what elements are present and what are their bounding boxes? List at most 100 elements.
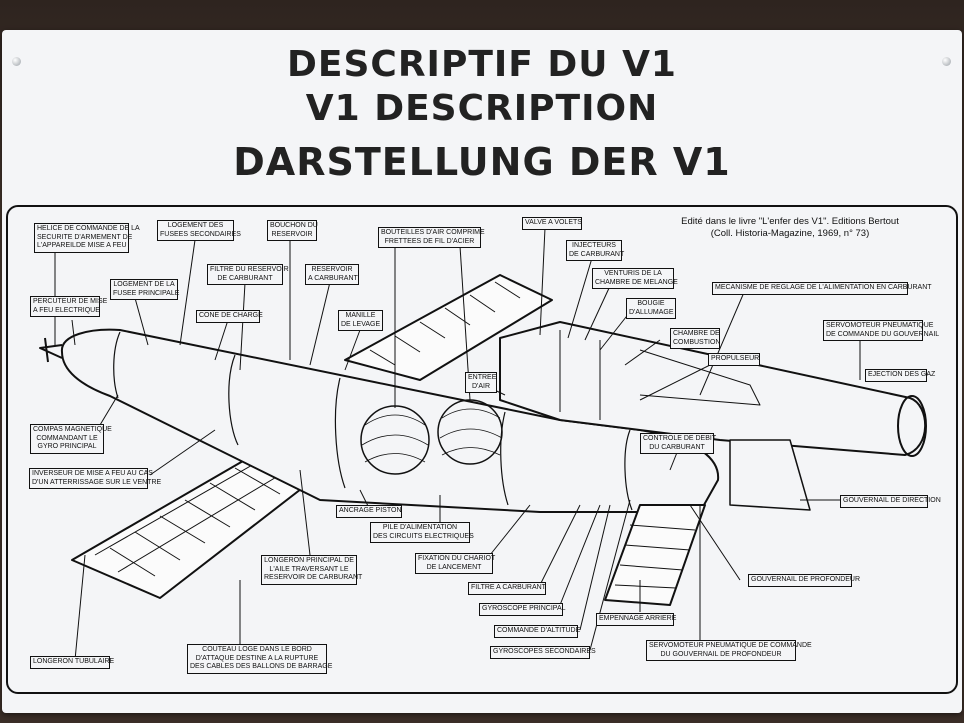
label-line: COMPAS MAGNETIQUE [33, 426, 112, 433]
label-line: BOUGIE [637, 300, 665, 307]
label-line: LONGERON TUBULAIRE [33, 658, 115, 665]
label-line: VALVE A VOLETS [525, 219, 582, 226]
fuselage [60, 328, 720, 513]
label-propulseur: PROPULSEUR [708, 353, 760, 366]
label-reservoir: RESERVOIR A CARBURANT [305, 264, 359, 285]
label-line: DE LEVAGE [341, 320, 381, 328]
label-injecteurs: INJECTEURS DE CARBURANT [566, 240, 625, 261]
label-gyroscope-principal: GYROSCOPE PRINCIPAL [479, 603, 566, 616]
label-line: VENTURIS DE LA [604, 270, 662, 277]
label-bouteilles: BOUTEILLES D'AIR COMPRIME FRETTEES DE FI… [378, 227, 485, 248]
label-line: ANCRAGE PISTON [339, 507, 402, 514]
label-gouvernail-profondeur: GOUVERNAIL DE PROFONDEUR [748, 574, 861, 587]
label-valve: VALVE A VOLETS [522, 217, 582, 230]
credit-text: Edité dans le livre "L'enfer des V1". Ed… [640, 216, 940, 240]
label-line: CONE DE CHARGE [199, 312, 263, 319]
label-line: DE LANCEMENT [426, 563, 482, 571]
label-mecanisme: MECANISME DE REGLAGE DE L'ALIMENTATION E… [712, 282, 932, 295]
label-line: GYROSCOPE PRINCIPAL [482, 605, 566, 612]
label-line: D'ALLUMAGE [629, 308, 674, 316]
label-line: RESERVOIR [271, 230, 313, 238]
label-couteau: COUTEAU LOGE DANS LE BORD D'ATTAQUE DEST… [187, 644, 333, 674]
label-line: HELICE DE COMMANDE DE LA [37, 225, 140, 232]
screw [12, 57, 21, 66]
label-bouchon: BOUCHON DU RESERVOIR [267, 220, 318, 241]
credit-line-2: (Coll. Historia-Magazine, 1969, n° 73) [710, 228, 870, 239]
fuselage-frames [113, 331, 633, 511]
label-commande-altitude: COMMANDE D'ALTITUDE [494, 625, 581, 638]
label-filtre-reservoir: FILTRE DU RESERVOIR DE CARBURANT [207, 264, 289, 285]
label-line: MANILLE [345, 312, 376, 319]
label-line: D'AIR [471, 382, 491, 390]
stabilizer-ribs [614, 524, 696, 589]
label-line: LONGERON PRINCIPAL DE [264, 557, 354, 564]
label-line: FILTRE DU RESERVOIR [210, 266, 289, 273]
label-line: GYRO PRINCIPAL [37, 443, 97, 450]
title-french: DESCRIPTIF DU V1 [287, 44, 677, 85]
label-gouvernail-direction: GOUVERNAIL DE DIRECTION [840, 495, 941, 508]
label-line: INJECTEURS [572, 242, 616, 249]
label-line: LOGEMENT DES [167, 222, 224, 229]
label-line: D'UN ATTERRISSAGE SUR LE VENTRE [32, 478, 162, 486]
credit-line-1: Edité dans le livre "L'enfer des V1". Ed… [681, 216, 899, 227]
label-line: ENTREE [468, 374, 497, 381]
label-line: COMBUSTION [673, 338, 721, 346]
label-pile: PILE D'ALIMENTATION DES CIRCUITS ELECTRI… [370, 522, 474, 543]
label-line: DE CARBURANT [217, 274, 273, 282]
label-compas: COMPAS MAGNETIQUE COMMANDANT LE GYRO PRI… [30, 424, 112, 454]
exhaust-nozzle [897, 395, 927, 457]
label-manille: MANILLE DE LEVAGE [338, 310, 383, 331]
label-line: PROPULSEUR [711, 355, 760, 362]
label-line: GYROSCOPES SECONDAIRES [493, 648, 596, 655]
label-line: SERVOMOTEUR PNEUMATIQUE DE COMMANDE [649, 642, 812, 649]
label-line: A CARBURANT [308, 274, 358, 282]
label-line: SERVOMOTEUR PNEUMATIQUE [826, 322, 934, 329]
label-cone: CONE DE CHARGE [196, 310, 263, 323]
label-chambre: CHAMBRE DE COMBUSTION [670, 328, 720, 349]
label-gyroscopes-secondaires: GYROSCOPES SECONDAIRES [490, 646, 596, 659]
label-line: COMMANDE D'ALTITUDE [497, 627, 581, 634]
label-line: DES CABLES DES BALLONS DE BARRAGE [190, 663, 333, 670]
label-line: COUTEAU LOGE DANS LE BORD [202, 646, 312, 653]
label-line: BOUCHON DU [270, 222, 318, 229]
label-line: FRETTEES DE FIL D'ACIER [384, 237, 475, 245]
label-logement-secondaires: LOGEMENT DES FUSEES SECONDAIRES [157, 220, 241, 241]
label-line: RESERVOIR [311, 266, 353, 273]
label-longeron-principal: LONGERON PRINCIPAL DE L'AILE TRAVERSANT … [261, 555, 363, 585]
label-line: DU CARBURANT [649, 443, 705, 451]
label-servo-profondeur: SERVOMOTEUR PNEUMATIQUE DE COMMANDE DU G… [646, 640, 812, 661]
label-line: SECURITE D'ARMEMENT DE [37, 233, 133, 241]
label-line: CHAMBRE DE MELANGE [595, 278, 678, 286]
label-servo-gouvernail: SERVOMOTEUR PNEUMATIQUE DE COMMANDE DU G… [823, 320, 940, 341]
vertical-tail [729, 439, 811, 511]
label-line: CHAMBRE DE [673, 330, 720, 337]
label-line: GOUVERNAIL DE PROFONDEUR [751, 576, 861, 583]
label-line: PILE D'ALIMENTATION [382, 524, 458, 531]
label-line: FIXATION DU CHARIOT [418, 555, 496, 562]
label-line: PERCUTEUR DE MISE [33, 298, 108, 305]
label-line: RESERVOIR DE CARBURANT [264, 574, 363, 581]
label-line: MECANISME DE REGLAGE DE L'ALIMENTATION E… [715, 284, 932, 291]
label-line: L'AILE TRAVERSANT LE [269, 565, 349, 573]
label-ejection: EJECTION DES GAZ [865, 369, 935, 382]
label-line: BOUTEILLES D'AIR COMPRIME [381, 229, 485, 236]
leader-lines [54, 227, 861, 661]
horizontal-stabilizer [604, 504, 706, 606]
label-venturis: VENTURIS DE LA CHAMBRE DE MELANGE [592, 268, 678, 289]
label-line: COMMANDANT LE [36, 434, 98, 442]
label-ancrage: ANCRAGE PISTON [336, 505, 402, 518]
upper-wing-ribs [369, 281, 521, 366]
title-english: V1 DESCRIPTION [305, 88, 659, 129]
label-empennage: EMPENNAGE ARRIERE [596, 613, 676, 626]
nose-propeller [39, 337, 63, 363]
label-entree: ENTREE D'AIR [465, 372, 497, 393]
label-line: DE CARBURANT [569, 250, 625, 258]
label-line: DE COMMANDE DU GOUVERNAIL [826, 330, 940, 338]
label-controle: CONTROLE DE DEBIT DU CARBURANT [640, 433, 716, 454]
label-filtre-carburant: FILTRE A CARBURANT [468, 582, 546, 595]
label-line: INVERSEUR DE MISE A FEU AU CAS [32, 470, 153, 477]
label-line: L'APPAREILDE MISE A FEU [37, 242, 127, 249]
label-bougie: BOUGIE D'ALLUMAGE [626, 298, 676, 319]
label-line: LOGEMENT DE LA [113, 281, 175, 288]
